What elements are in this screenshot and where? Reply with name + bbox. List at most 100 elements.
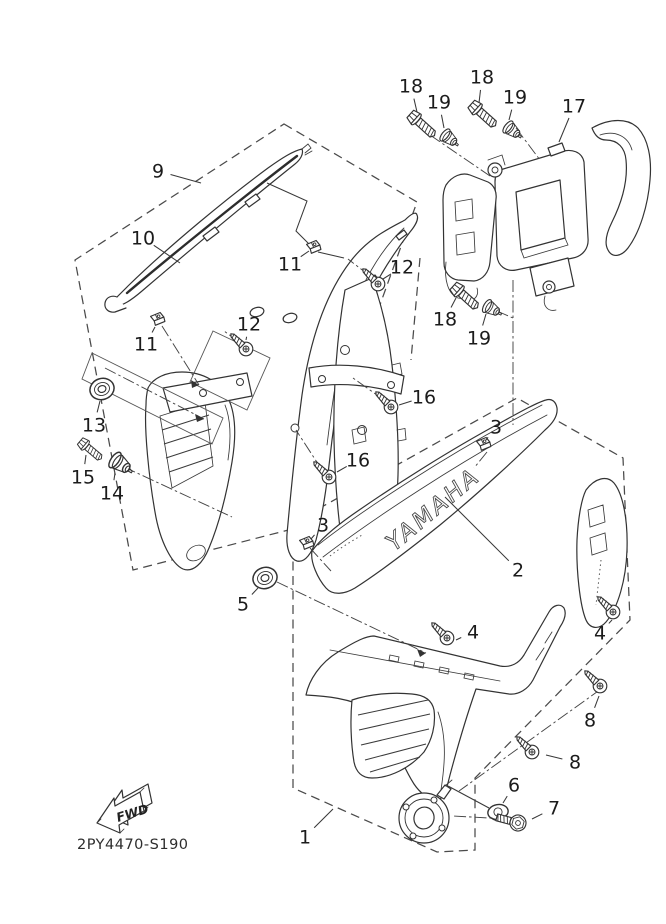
callout-leader-line xyxy=(531,813,543,820)
solid-leaders xyxy=(266,182,490,809)
callout-leader-line xyxy=(444,496,510,562)
callout-leader-line xyxy=(310,534,315,540)
callout-number: 12 xyxy=(390,257,414,279)
screw-8b xyxy=(511,731,543,763)
callout-leader-line xyxy=(608,619,613,624)
callout-9-0: 9 xyxy=(152,161,202,184)
callout-4-22: 4 xyxy=(455,622,479,644)
callout-4-23: 4 xyxy=(594,619,613,645)
callout-leader-line xyxy=(96,400,101,413)
vent-opening xyxy=(350,692,436,779)
callout-leader-line xyxy=(482,313,487,326)
callout-leader-line xyxy=(313,808,334,829)
callout-8-25: 8 xyxy=(545,752,581,774)
bolt-18a xyxy=(405,108,440,142)
callout-leader-line xyxy=(336,465,347,473)
bracket-wing xyxy=(591,119,652,256)
callout-leader-line xyxy=(508,109,513,121)
callout-leader-line xyxy=(502,795,508,804)
callout-3-18: 3 xyxy=(485,417,502,441)
callout-leader-line xyxy=(485,436,489,441)
callout-leader-line xyxy=(245,336,248,341)
boundary-segment xyxy=(410,257,421,361)
callout-number: 6 xyxy=(508,775,520,797)
callout-11-10: 11 xyxy=(134,326,158,356)
callout-number: 4 xyxy=(467,622,479,644)
callout-19-7: 19 xyxy=(503,87,527,121)
stay-bracket-right xyxy=(308,364,405,395)
callout-15-12: 15 xyxy=(71,454,95,489)
bolt-18b xyxy=(466,98,501,132)
callout-number: 4 xyxy=(594,623,606,645)
callout-number: 7 xyxy=(548,798,560,820)
callout-number: 18 xyxy=(399,76,423,98)
callout-leader-line xyxy=(251,587,259,595)
callout-leader-line xyxy=(113,472,116,481)
collar-19a xyxy=(437,126,464,152)
callout-number: 3 xyxy=(317,515,329,537)
callout-number: 3 xyxy=(490,417,502,439)
callout-number: 15 xyxy=(71,467,95,489)
callout-19-5: 19 xyxy=(427,92,451,129)
callout-number: 19 xyxy=(503,87,527,109)
callout-number: 5 xyxy=(237,594,249,616)
callout-leader-line xyxy=(594,695,600,709)
callout-16-16: 16 xyxy=(398,387,436,409)
callout-1-28: 1 xyxy=(299,808,334,849)
callout-leader-line xyxy=(300,250,310,258)
bracket-assembly xyxy=(442,119,652,311)
screw-8a xyxy=(579,665,611,697)
bottom-side-cover xyxy=(305,604,566,844)
inner-bracket-blade xyxy=(576,477,628,628)
callout-number: 13 xyxy=(82,415,106,437)
callout-16-17: 16 xyxy=(336,450,370,473)
callout-number: 11 xyxy=(278,254,302,276)
callout-leader-line xyxy=(84,454,87,465)
callout-leader-line xyxy=(151,326,156,333)
part-code: 2PY4470-S190 xyxy=(77,837,189,853)
callout-12-9: 12 xyxy=(237,314,261,341)
screw-4a xyxy=(426,617,458,649)
callout-number: 2 xyxy=(512,560,524,582)
callout-10-1: 10 xyxy=(131,228,181,264)
callout-leader-line xyxy=(382,273,392,280)
callout-number: 10 xyxy=(131,228,155,250)
callout-3-19: 3 xyxy=(310,515,329,540)
callout-7-27: 7 xyxy=(531,798,560,820)
callout-18-4: 18 xyxy=(399,76,423,113)
callout-19-15: 19 xyxy=(467,313,491,350)
grommet-13 xyxy=(86,374,118,404)
callout-leader-line xyxy=(455,637,462,641)
callout-8-24: 8 xyxy=(584,695,600,732)
collar-19b xyxy=(500,118,527,144)
collar-19c xyxy=(480,297,506,322)
callout-11-2: 11 xyxy=(278,250,310,276)
callout-number: 16 xyxy=(412,387,436,409)
callout-13-11: 13 xyxy=(82,400,106,437)
axle-flange xyxy=(398,779,453,844)
vent-hatch-bottom xyxy=(357,699,431,773)
fwd-arrow: FWD xyxy=(96,783,153,834)
callout-number: 8 xyxy=(569,752,581,774)
callout-2-20: 2 xyxy=(444,496,524,582)
grommet-5 xyxy=(249,563,281,593)
callout-6-26: 6 xyxy=(502,775,520,804)
callout-number: 19 xyxy=(427,92,451,114)
left-assembly-boundary xyxy=(74,123,418,571)
callout-number: 8 xyxy=(584,710,596,732)
callout-18-6: 18 xyxy=(470,67,494,104)
callout-number: 9 xyxy=(152,161,164,183)
callout-leader-line xyxy=(440,114,445,129)
callout-number: 18 xyxy=(470,67,494,89)
callout-leader-line xyxy=(558,117,570,143)
callout-number: 16 xyxy=(346,450,370,472)
callout-5-21: 5 xyxy=(237,587,259,616)
callout-leader-line xyxy=(170,173,202,184)
callout-leader-line xyxy=(478,89,482,104)
callout-leader-line xyxy=(398,400,412,406)
clip-nut-11b xyxy=(149,311,166,327)
callout-number: 19 xyxy=(467,328,491,350)
